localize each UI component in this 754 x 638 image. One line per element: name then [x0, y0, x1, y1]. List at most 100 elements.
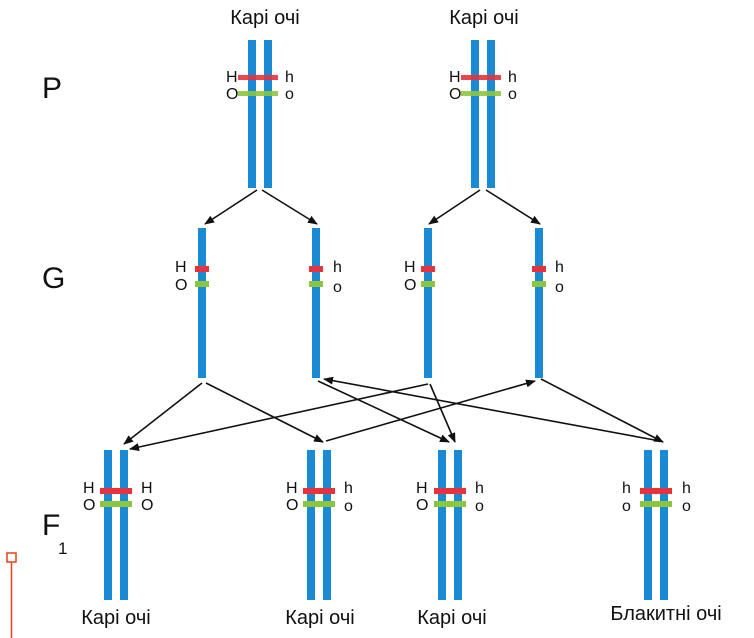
allele-label: O	[404, 277, 416, 294]
offspring-3: H O h o Карі очі	[416, 450, 487, 629]
offspring-2: H O h o Карі очі	[285, 450, 355, 629]
allele-label: h	[682, 480, 691, 497]
chromosome	[198, 228, 206, 378]
chromosome	[471, 40, 479, 188]
allele-label: H	[286, 480, 298, 497]
locus-h-marker	[100, 488, 132, 494]
allele-label: h	[285, 69, 294, 86]
generation-label-g: G	[42, 262, 65, 295]
chromosome	[535, 228, 543, 378]
parent-to-gamete-arrows	[204, 189, 541, 225]
locus-o-marker	[461, 91, 501, 96]
phenotype-label: Карі очі	[81, 607, 150, 629]
phenotype-label: Карі очі	[230, 7, 299, 29]
locus-h-marker	[195, 266, 209, 272]
generation-label-f-subscript: 1	[58, 539, 67, 558]
arrow-g3-f1	[129, 383, 429, 451]
allele-label: h	[475, 480, 484, 497]
allele-label: o	[285, 86, 294, 103]
locus-h-marker	[238, 75, 278, 80]
chromosome	[248, 40, 256, 188]
arrow-f4-g2	[323, 376, 661, 442]
generation-label-p: P	[42, 72, 62, 105]
chromosome	[312, 228, 320, 378]
offspring-4: h o h o Блакитні очі	[610, 450, 722, 625]
allele-label: o	[555, 279, 564, 296]
allele-label: o	[475, 498, 484, 515]
locus-h-marker	[640, 488, 672, 494]
arrow-p2-g4	[485, 189, 541, 225]
offspring-1: H O H O Карі очі	[81, 450, 153, 629]
allele-label: O	[226, 86, 238, 103]
allele-label: o	[333, 279, 342, 296]
locus-h-marker	[461, 75, 501, 80]
chromosome	[120, 450, 128, 600]
allele-label: O	[141, 497, 153, 514]
locus-o-marker	[421, 281, 435, 287]
locus-o-marker	[532, 281, 546, 287]
allele-label: H	[449, 69, 461, 86]
phenotype-label: Блакитні очі	[610, 603, 721, 625]
allele-label: H	[141, 480, 153, 497]
allele-label: H	[83, 480, 95, 497]
allele-label: O	[449, 86, 461, 103]
locus-o-marker	[303, 501, 335, 507]
gamete-3: H O	[404, 228, 435, 378]
chromosome	[104, 450, 112, 600]
gamete-2: h o	[309, 228, 342, 378]
allele-label: O	[175, 277, 187, 294]
allele-label: h	[508, 69, 517, 86]
parent-2: Карі очі H O h o	[449, 7, 519, 188]
arrow-g4-f4	[540, 378, 664, 443]
phenotype-label: Карі очі	[449, 7, 518, 29]
chromosome	[644, 450, 652, 600]
phenotype-label: Карі очі	[417, 607, 486, 629]
allele-label: H	[404, 259, 416, 276]
arrow-g2-f3	[317, 380, 450, 443]
arrow-p2-g3	[428, 189, 481, 225]
allele-label: h	[555, 259, 564, 276]
arrow-g1-f1	[123, 382, 203, 445]
allele-label: h	[344, 480, 353, 497]
allele-label: o	[622, 498, 631, 515]
allele-label: O	[416, 497, 428, 514]
gamete-4: h o	[532, 228, 564, 378]
parent-1: Карі очі H O h o	[226, 7, 300, 188]
locus-h-marker	[421, 266, 435, 272]
chromosome	[454, 450, 462, 600]
arrow-g1-f2	[205, 382, 324, 443]
chromosome	[424, 228, 432, 378]
allele-label: o	[508, 86, 517, 103]
locus-h-marker	[532, 266, 546, 272]
locus-o-marker	[100, 501, 132, 507]
allele-label: H	[226, 69, 238, 86]
locus-h-marker	[303, 488, 335, 494]
allele-label: O	[286, 497, 298, 514]
chromosome	[307, 450, 315, 600]
allele-label: h	[622, 480, 631, 497]
locus-o-marker	[309, 281, 323, 287]
chromosome	[438, 450, 446, 600]
gamete-1: H O	[175, 228, 209, 378]
allele-label: H	[416, 480, 428, 497]
chromosome	[264, 40, 272, 188]
arrow-f2-g4	[325, 379, 536, 442]
chromosome	[323, 450, 331, 600]
locus-o-marker	[434, 501, 466, 507]
gamete-to-offspring-arrows	[123, 376, 664, 451]
phenotype-label: Карі очі	[285, 607, 354, 629]
allele-label: h	[333, 259, 342, 276]
arrow-g3-f3	[429, 383, 456, 443]
arrow-p1-g1	[204, 189, 258, 225]
locus-o-marker	[640, 501, 672, 507]
locus-o-marker	[238, 91, 278, 96]
locus-h-marker	[434, 488, 466, 494]
allele-label: o	[344, 498, 353, 515]
generation-label-f: F	[42, 509, 60, 542]
locus-o-marker	[195, 281, 209, 287]
allele-label: H	[175, 259, 187, 276]
chromosome	[487, 40, 495, 188]
side-marker	[6, 552, 17, 638]
allele-label: O	[83, 497, 95, 514]
